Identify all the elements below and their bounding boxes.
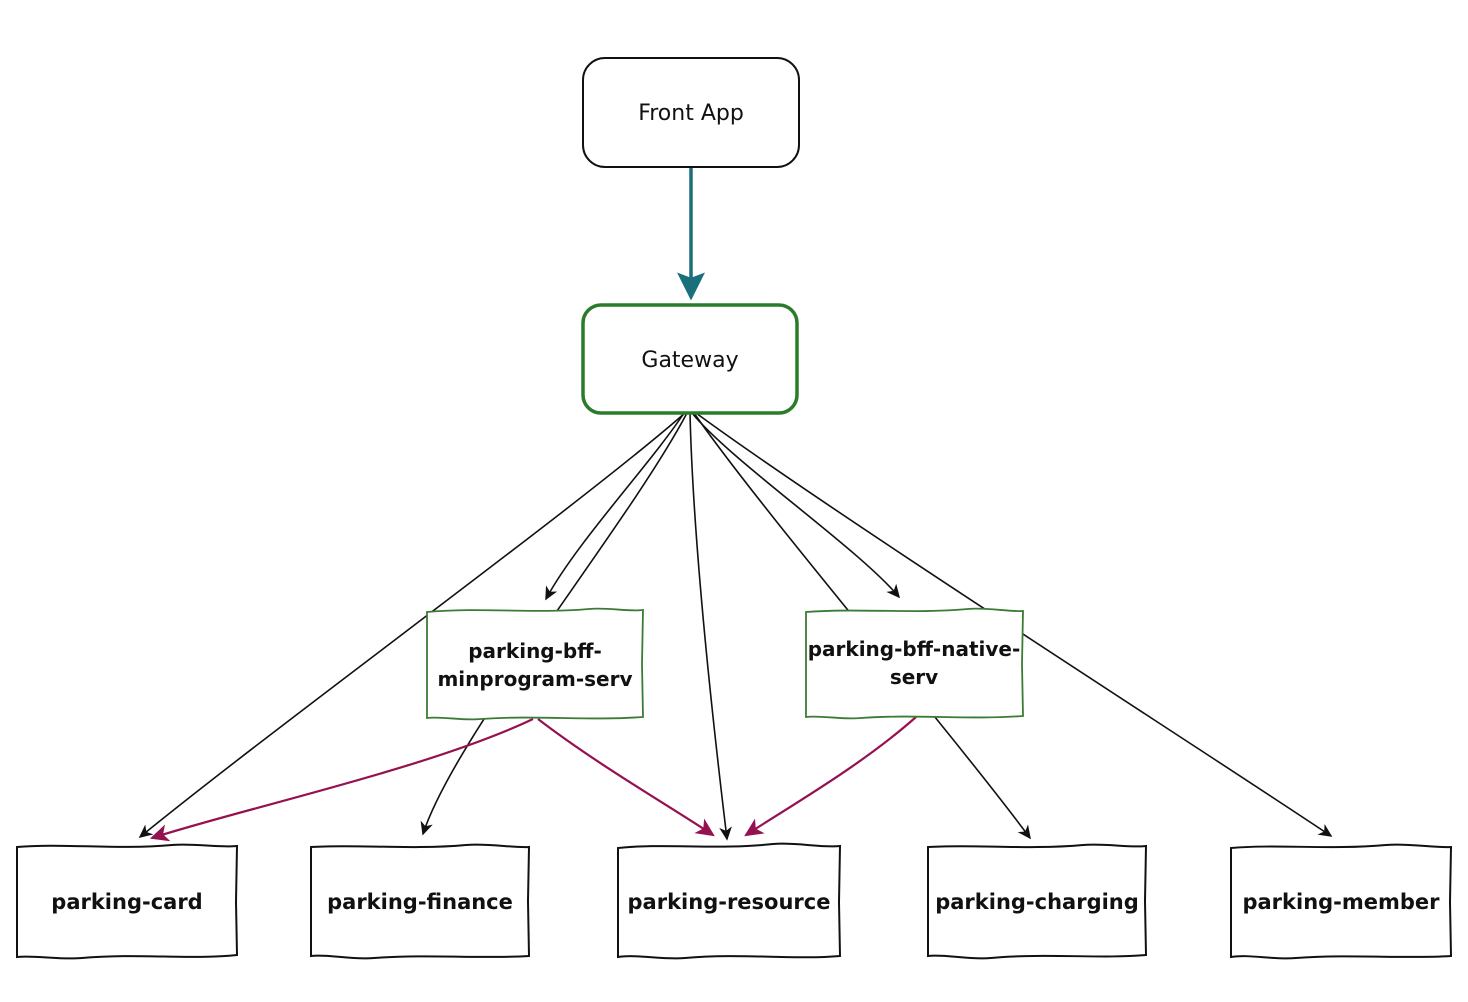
parking-member-box [1230,843,1453,960]
parking-member-label: parking-member [1242,890,1440,914]
edge-layer [138,167,1333,842]
parking-charging-label: parking-charging [935,890,1139,914]
edge-bff-minprogram-to-parking-card [149,718,534,842]
node-parking-member: parking-member [1230,843,1453,960]
parking-card-box [16,843,239,960]
node-parking-finance: parking-finance [310,843,531,960]
edge-bff-minprogram-to-parking-resource [537,718,715,837]
parking-finance-label: parking-finance [327,890,513,914]
edge-gateway-to-parking-resource [689,412,732,841]
node-gateway: Gateway [581,303,799,415]
parking-charging-box [927,843,1148,960]
parking-resource-label: parking-resource [628,890,831,914]
bff-native-label-line1: parking-bff-native- [808,637,1021,661]
edge-bff-native-to-parking-resource [744,716,917,837]
node-parking-resource: parking-resource [617,842,842,960]
bff-minprogram-box [426,607,644,721]
edge-gateway-to-bff-minprogram [545,412,685,601]
parking-finance-box [310,843,531,960]
node-bff-minprogram: parking-bff- minprogram-serv [426,607,644,721]
node-parking-card: parking-card [16,843,239,960]
parking-card-label: parking-card [51,890,202,914]
gateway-label: Gateway [641,348,738,373]
node-front-app: Front App [582,57,800,168]
node-parking-charging: parking-charging [927,843,1148,960]
node-layer: Front App Gateway parking-bff- minprogra… [16,57,1453,960]
parking-resource-box [617,842,842,960]
node-bff-native: parking-bff-native- serv [805,607,1024,720]
bff-native-label-line2: serv [890,665,938,689]
bff-native-box [805,607,1024,720]
front-app-box [582,57,800,168]
bff-minprogram-label-line2: minprogram-serv [437,667,632,691]
gateway-box [581,303,799,415]
bff-minprogram-label-line1: parking-bff- [468,639,602,663]
front-app-label: Front App [638,101,744,126]
edge-gateway-to-bff-native [691,412,901,599]
